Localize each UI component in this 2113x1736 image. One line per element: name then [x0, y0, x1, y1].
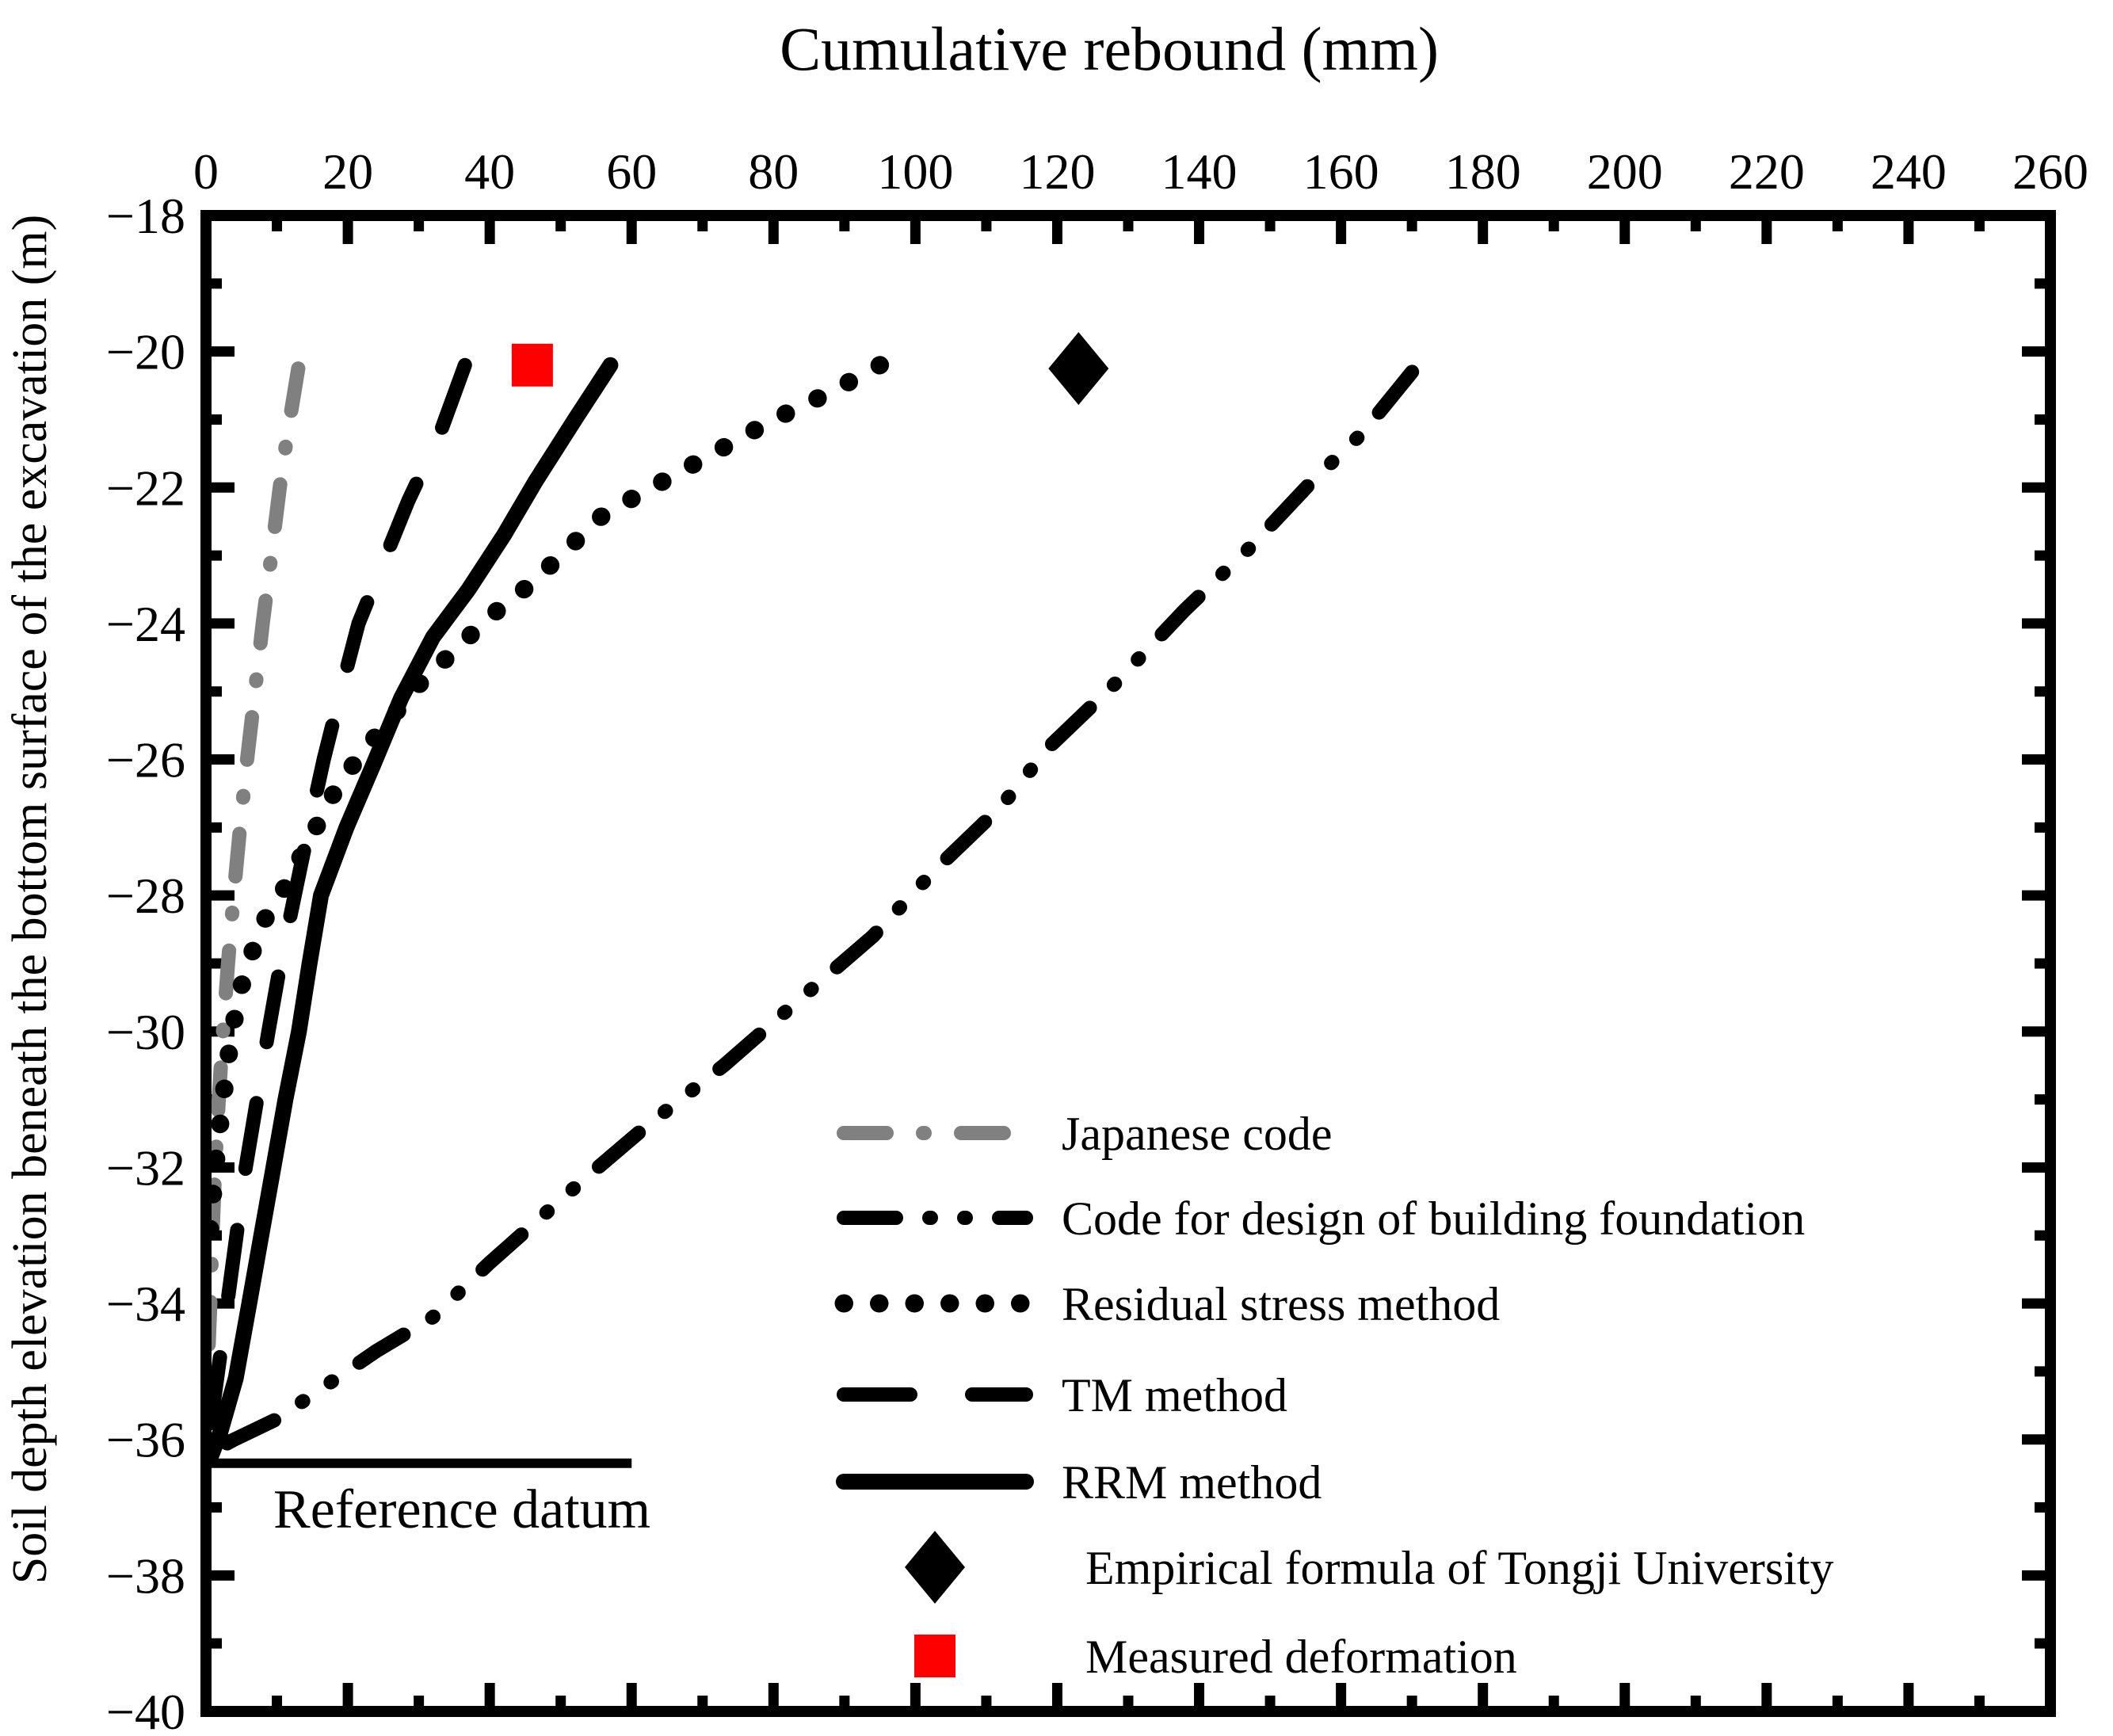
- series-line-japanese-code: [199, 361, 306, 1420]
- y-tick-label: −18: [106, 188, 185, 244]
- plot-frame: [200, 210, 2056, 1717]
- legend-label: Japanese code: [1062, 1108, 1332, 1160]
- legend-item: RRM method: [836, 1456, 1322, 1509]
- y-tick-label: −28: [106, 868, 185, 924]
- legend-label: TM method: [1062, 1369, 1287, 1421]
- y-tick-label: −22: [106, 460, 185, 516]
- x-tick-label: 160: [1303, 143, 1379, 200]
- series-line-residual-stress-method: [199, 356, 890, 1265]
- marker-empirical-formula-of-tongji-university: [1048, 332, 1109, 406]
- legend-item: Measured deformation: [914, 1631, 1517, 1683]
- legend-item: Code for design of building foundation: [837, 1192, 1805, 1245]
- marker-measured-deformation: [511, 343, 553, 387]
- axis-tick-labels: 0 20 40 60 80 100 120 140 160 180 200 220 240 260 −18 −…: [106, 143, 2088, 1736]
- x-tick-label: 220: [1729, 143, 1805, 200]
- legend-label: RRM method: [1062, 1456, 1322, 1509]
- legend-marker-square: [914, 1635, 955, 1677]
- x-tick-label: 80: [748, 143, 799, 200]
- x-tick-label: 20: [322, 143, 373, 200]
- y-axis-title: Soil depth elevation beneath the bottom …: [3, 215, 57, 1585]
- y-tick-label: −32: [106, 1139, 185, 1196]
- x-axis-title: Cumulative rebound (mm): [780, 14, 1439, 83]
- x-tick-label: 180: [1445, 143, 1521, 200]
- legend-label: Residual stress method: [1062, 1278, 1500, 1330]
- series-line-code-for-design-of-building-foundation: [202, 364, 1420, 1460]
- legend-item: Empirical formula of Tongji University: [905, 1531, 1834, 1604]
- y-tick-label: −34: [106, 1276, 185, 1332]
- y-tick-label: −36: [106, 1412, 185, 1468]
- x-tick-label: 100: [877, 143, 953, 200]
- x-tick-label: 120: [1019, 143, 1095, 200]
- series-line-tm-method: [202, 357, 472, 1440]
- data-series: [199, 356, 1420, 1468]
- legend-item: Residual stress method: [834, 1278, 1500, 1330]
- y-tick-label: −30: [106, 1004, 185, 1060]
- x-tick-label: 260: [2012, 143, 2088, 200]
- series-line-rrm-method: [201, 357, 619, 1468]
- y-tick-label: −24: [106, 596, 185, 652]
- y-tick-label: −26: [106, 732, 185, 788]
- reference-datum-label: Reference datum: [273, 1479, 650, 1540]
- x-tick-label: 200: [1587, 143, 1663, 200]
- x-tick-label: 140: [1161, 143, 1238, 200]
- x-tick-label: 240: [1871, 143, 1947, 200]
- x-tick-label: 60: [606, 143, 657, 200]
- y-tick-label: −38: [106, 1547, 185, 1604]
- legend-item: Japanese code: [837, 1108, 1332, 1160]
- data-markers: [511, 332, 1109, 406]
- y-tick-label: −40: [106, 1684, 185, 1736]
- x-tick-label: 0: [193, 143, 219, 200]
- legend-item: TM method: [837, 1369, 1287, 1421]
- legend-label: Empirical formula of Tongji University: [1085, 1542, 1834, 1594]
- legend-label: Code for design of building foundation: [1062, 1192, 1805, 1245]
- x-tick-label: 40: [464, 143, 515, 200]
- y-tick-label: −20: [106, 324, 185, 380]
- legend-label: Measured deformation: [1085, 1631, 1517, 1683]
- legend-marker-diamond: [905, 1531, 965, 1604]
